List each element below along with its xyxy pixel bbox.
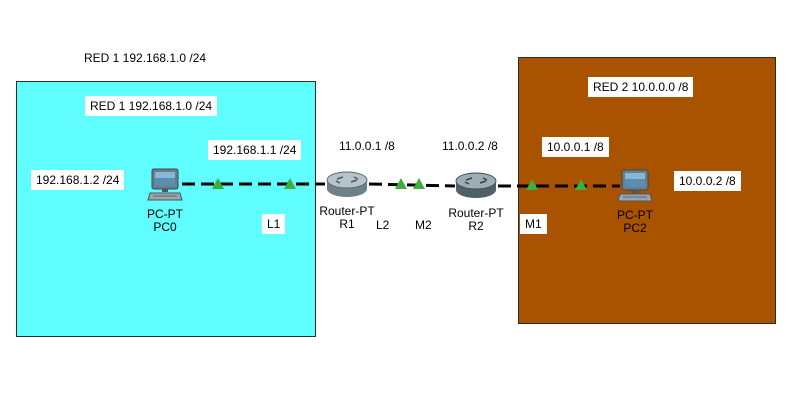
red1-label: RED 1 192.168.1.0 /24 (85, 96, 218, 116)
link-label-l2: L2 (371, 215, 395, 235)
link-up-indicator (526, 179, 538, 190)
pc2-type-label: PC-PT (617, 208, 653, 222)
r2-name-label: R2 (468, 219, 484, 233)
link-up-indicator (395, 178, 407, 189)
link-label-l1: L1 (262, 214, 286, 234)
r1-name-label: R1 (339, 217, 355, 231)
link-label-m1: M1 (520, 214, 547, 234)
router-icon (326, 171, 368, 197)
link-up-indicator (212, 178, 224, 189)
pc0-name-label: PC0 (153, 220, 177, 234)
router-icon (455, 172, 497, 198)
link-label-m2: M2 (410, 215, 437, 235)
pc2[interactable] (617, 168, 653, 204)
r1[interactable] (325, 171, 369, 199)
link-r1-r2[interactable] (368, 182, 456, 188)
red1-area[interactable] (16, 81, 316, 337)
pc2-ip-label: 10.0.0.2 /8 (674, 171, 741, 191)
link-up-indicator (575, 179, 587, 190)
r2-lan-ip-label: 10.0.0.1 /8 (542, 137, 609, 157)
pc-icon (147, 168, 183, 201)
pc-icon (617, 169, 653, 202)
r1-type-label: Router-PT (319, 204, 375, 218)
red2-label: RED 2 10.0.0.0 /8 (588, 77, 694, 97)
outside-network-label: RED 1 192.168.1.0 /24 (84, 51, 207, 65)
pc0[interactable] (147, 167, 183, 203)
pc2-name-label: PC2 (623, 221, 647, 235)
r2-wan-ip-label: 11.0.0.2 /8 (437, 136, 503, 156)
pc0-type-label: PC-PT (147, 207, 183, 221)
r1-wan-ip-label: 11.0.0.1 /8 (334, 136, 400, 156)
r2-type-label: Router-PT (448, 206, 504, 220)
link-up-indicator (413, 178, 425, 189)
r1-lan-ip-label: 192.168.1.1 /24 (208, 140, 302, 160)
pc0-ip-label: 192.168.1.2 /24 (31, 170, 125, 190)
r2[interactable] (454, 172, 498, 200)
link-up-indicator (284, 178, 296, 189)
